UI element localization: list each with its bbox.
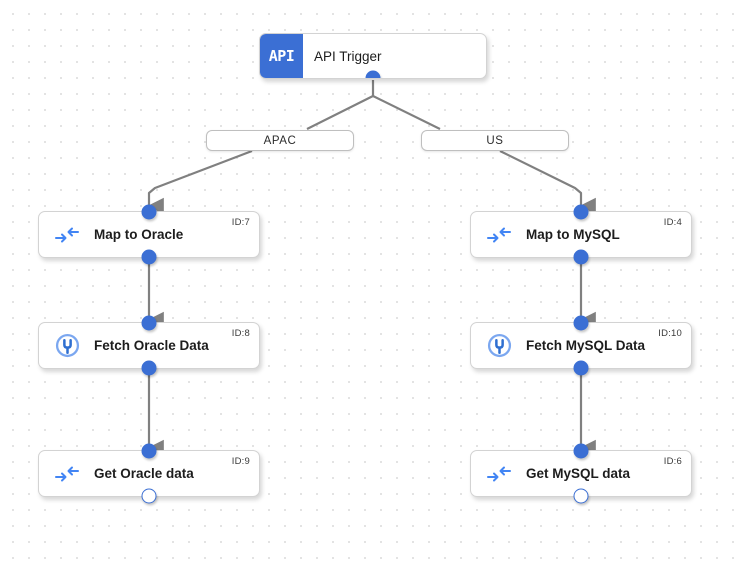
map-arrows-icon (52, 461, 82, 487)
output-port[interactable] (141, 488, 157, 504)
node-fetch-oracle-data[interactable]: Fetch Oracle Data ID:8 (38, 315, 260, 376)
node-title: API Trigger (314, 48, 382, 64)
node-id-label: ID:6 (663, 456, 682, 467)
node-map-to-oracle[interactable]: Map to Oracle ID:7 (38, 204, 260, 265)
input-port[interactable] (573, 443, 589, 459)
branch-label-text: US (486, 134, 504, 147)
edge-trigger-to-apac (306, 95, 374, 130)
input-port[interactable] (573, 204, 589, 220)
node-title: Fetch Oracle Data (94, 338, 209, 353)
input-port[interactable] (573, 315, 589, 331)
node-id-label: ID:8 (231, 328, 250, 339)
node-get-mysql-data[interactable]: Get MySQL data ID:6 (470, 443, 692, 504)
node-api-trigger[interactable]: API API Trigger (259, 33, 487, 79)
node-title: Get MySQL data (526, 466, 631, 481)
node-title: Map to MySQL (526, 227, 620, 242)
node-id-label: ID:10 (658, 328, 682, 339)
map-arrows-icon (52, 222, 82, 248)
map-arrows-icon (484, 461, 514, 487)
output-port[interactable] (141, 360, 157, 376)
node-id-label: ID:7 (231, 217, 250, 228)
plug-circle-icon (484, 333, 514, 359)
branch-label-apac[interactable]: APAC (206, 130, 354, 151)
node-id-label: ID:4 (663, 217, 682, 228)
input-port[interactable] (141, 204, 157, 220)
plug-circle-icon (52, 333, 82, 359)
api-icon-text: API (268, 47, 295, 65)
output-port[interactable] (573, 488, 589, 504)
branch-label-us[interactable]: US (421, 130, 569, 151)
api-icon: API (260, 34, 303, 78)
node-fetch-mysql-data[interactable]: Fetch MySQL Data ID:10 (470, 315, 692, 376)
node-get-oracle-data[interactable]: Get Oracle data ID:9 (38, 443, 260, 504)
output-port[interactable] (365, 70, 381, 78)
input-port[interactable] (141, 315, 157, 331)
node-title: Map to Oracle (94, 227, 184, 242)
branch-label-text: APAC (263, 134, 297, 147)
output-port[interactable] (141, 249, 157, 265)
node-id-label: ID:9 (231, 456, 250, 467)
node-map-to-mysql[interactable]: Map to MySQL ID:4 (470, 204, 692, 265)
map-arrows-icon (484, 222, 514, 248)
output-port[interactable] (573, 249, 589, 265)
node-title: Get Oracle data (94, 466, 194, 481)
edge-us-to-map-mysql (499, 150, 596, 215)
output-port[interactable] (573, 360, 589, 376)
edge-trigger-to-us (372, 95, 441, 130)
input-port[interactable] (141, 443, 157, 459)
node-title: Fetch MySQL Data (526, 338, 646, 353)
edge-apac-to-map-oracle (147, 149, 253, 215)
